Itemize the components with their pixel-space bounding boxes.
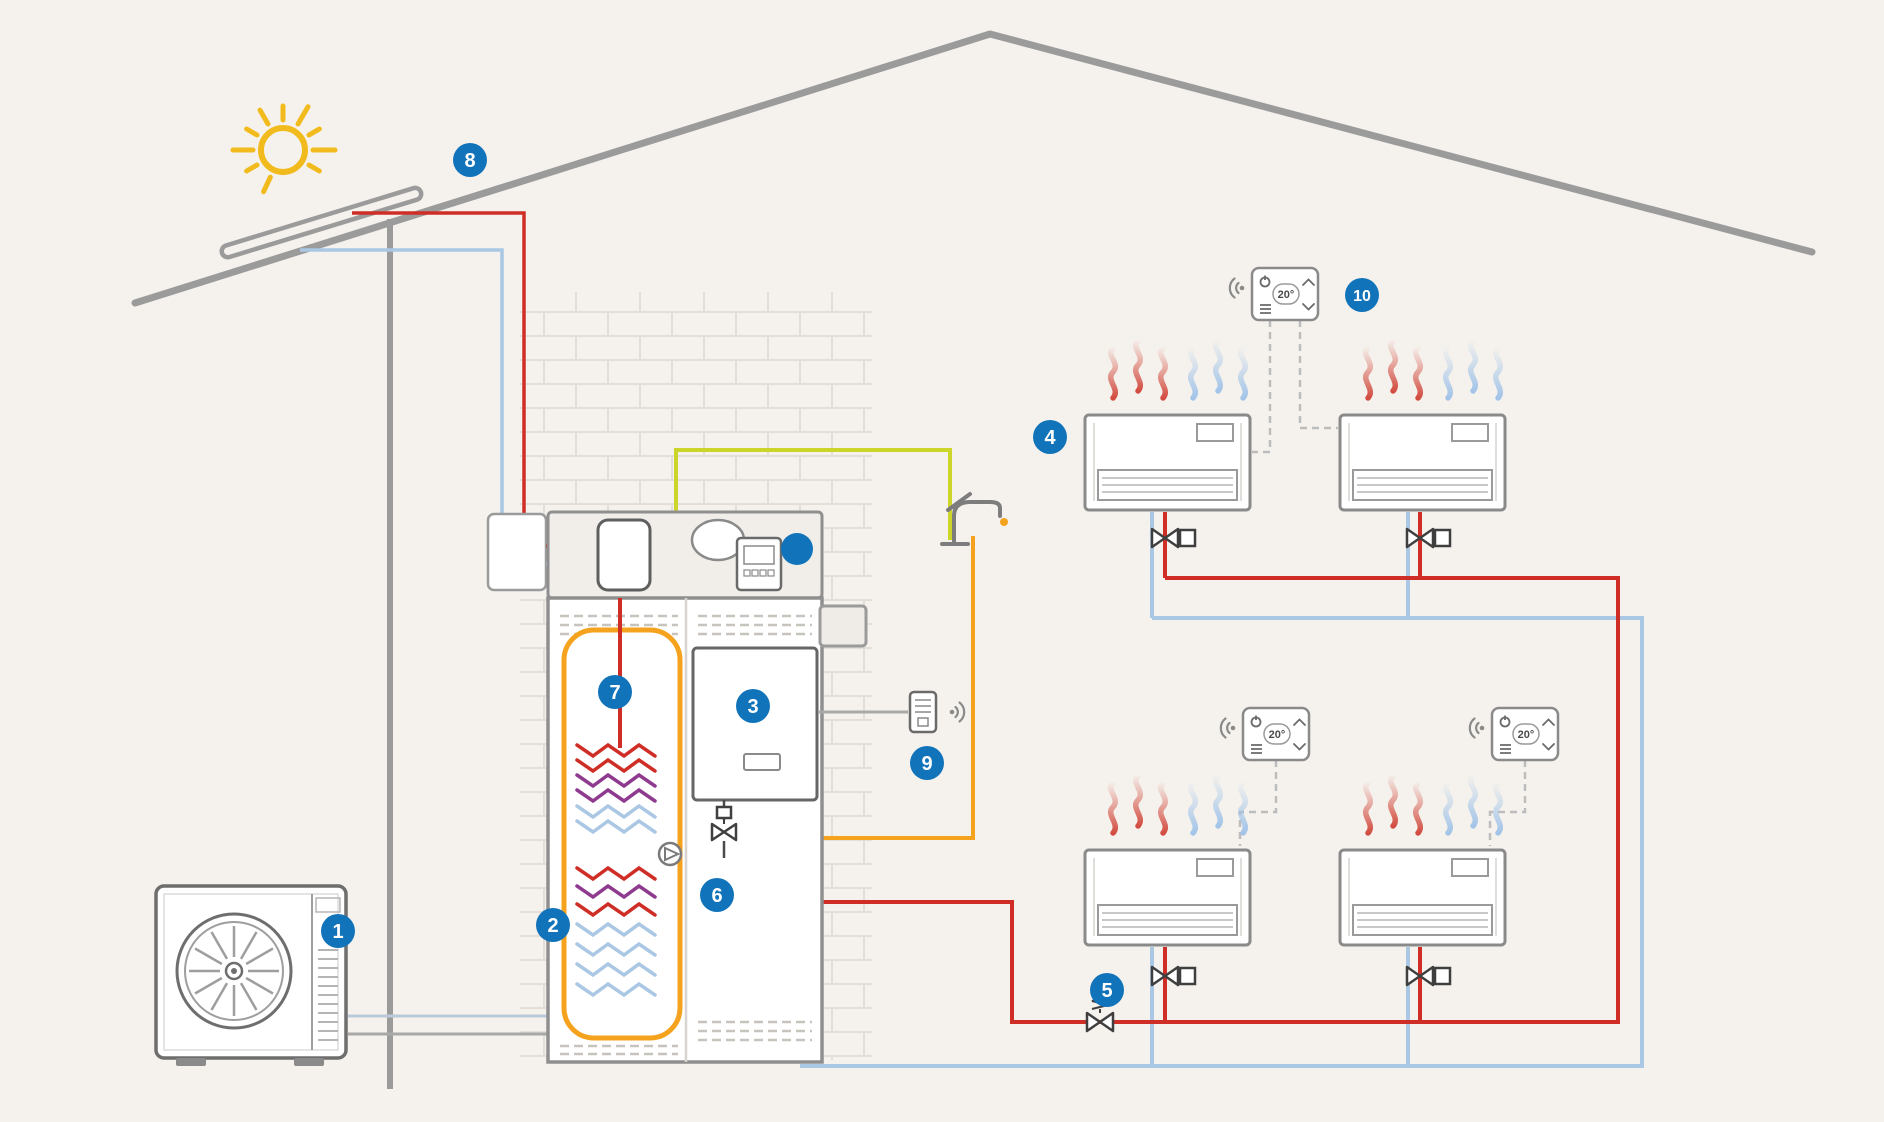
expansion-vessel [596,518,652,592]
thermostat-links [1238,320,1527,846]
svg-text:1: 1 [332,921,343,943]
dhw-hot-pipe [822,536,975,840]
svg-text:4: 4 [1044,427,1056,449]
marker-badge-10: 10 [1345,278,1379,312]
controller [735,536,783,592]
solar-supply-pipe [352,211,526,518]
controller-buttons [743,569,775,577]
svg-text:9: 9 [921,753,932,775]
link-t1-left [1252,320,1272,454]
boiler-display [743,753,781,771]
svg-text:3: 3 [747,696,758,718]
thermostat-temp: 20° [1269,729,1286,741]
marker-badge-1: 1 [321,914,355,948]
svg-text:2: 2 [547,915,558,937]
solar-collector [219,185,424,260]
flue-pipe [818,604,868,648]
water-drop [1000,518,1008,526]
thermostat-3: 20° [1468,706,1560,762]
solar-pump-station [486,512,548,592]
thermostat-2: 20° [1219,706,1311,762]
solar-return-pipe [300,248,504,518]
sun-icon [230,103,338,195]
svg-text:8: 8 [464,150,475,172]
controller-display [743,545,775,565]
fan-coil-unit-top-right [1338,413,1507,512]
pump-icon [657,841,683,867]
fan-coil-unit-bottom-left [1083,848,1252,947]
marker-badge-3: 3 [736,689,770,723]
marker-badge-8: 8 [453,143,487,177]
thermostat-temp: 20° [1518,729,1535,741]
outdoor-heat-pump-unit [154,884,348,1066]
fan-icon [175,912,293,1030]
svg-text:7: 7 [609,682,620,704]
heating-supply-pipe [822,512,1620,1024]
svg-text:10: 10 [1353,288,1371,305]
marker-badge-4: 4 [1033,420,1067,454]
hydraulic-module [546,510,824,600]
faucet-icon [940,492,1008,546]
marker-badge-6: 6 [700,878,734,912]
side-grille [318,949,338,1041]
vent-hatching [560,614,812,1056]
link-t2 [1238,760,1278,846]
fan-coil-unit-top-left [1083,413,1252,512]
dhw-cold-pipe [674,448,952,540]
marker-badge-7: 7 [598,675,632,709]
tank-coil-top [575,742,657,835]
unit-foot [176,1058,206,1066]
unit-foot [294,1058,324,1066]
svg-text:5: 5 [1101,980,1112,1002]
boiler [691,646,819,802]
wireless-module [908,690,966,734]
marker-badge-2: 2 [536,908,570,942]
svg-text:6: 6 [711,885,722,907]
fan-coil-unit-bottom-right [1338,848,1507,947]
link-t1-right [1298,320,1338,430]
marker-badge-9: 9 [910,746,944,780]
blue-indicator-dot [781,533,813,565]
link-t3 [1488,760,1527,846]
thermostat-temp: 20° [1278,289,1295,301]
marker-badge-5: 5 [1090,973,1124,1007]
indoor-unit-cabinet [546,596,868,1064]
tank-coil-bottom [575,865,657,998]
marker-badges: 1 2 3 4 5 6 7 8 [321,143,1379,1007]
thermostat-1: 20° [1228,266,1320,322]
